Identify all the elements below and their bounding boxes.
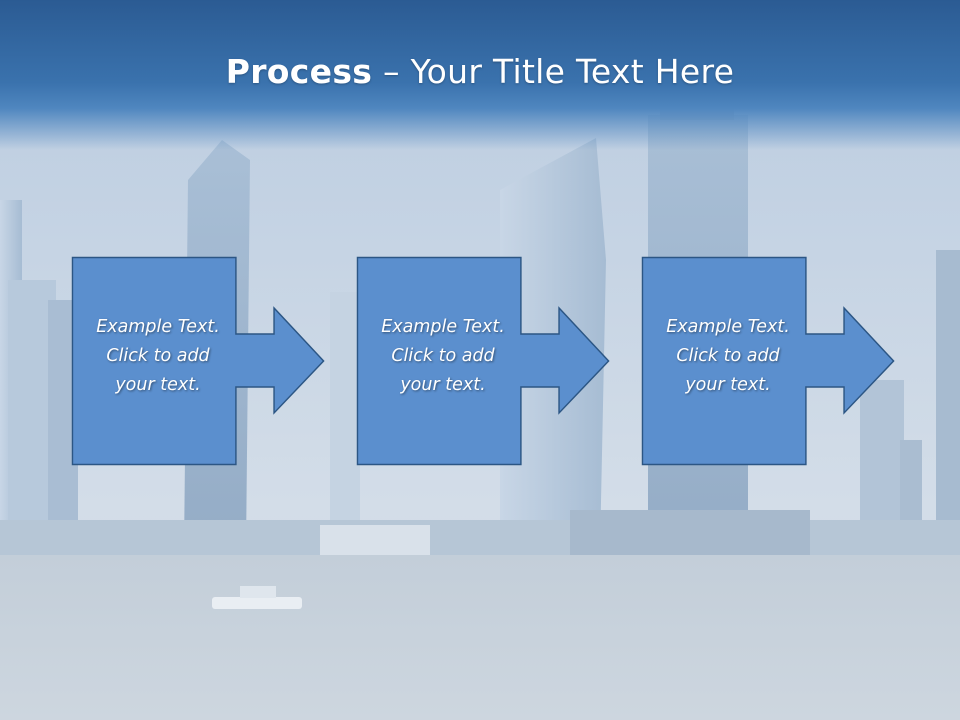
step-text-line: Click to add	[391, 346, 495, 366]
step-3-text[interactable]: Example Text. Click to add your text.	[646, 313, 810, 400]
title-band	[0, 0, 960, 150]
step-text-line: Click to add	[676, 346, 780, 366]
step-text-line: your text.	[400, 375, 486, 395]
building	[320, 525, 430, 555]
step-text-line: Example Text.	[666, 317, 790, 337]
water	[0, 555, 960, 720]
process-step-3[interactable]: Example Text. Click to add your text.	[641, 256, 895, 466]
step-arrow-shape	[356, 256, 610, 466]
step-arrow-shape	[71, 256, 325, 466]
step-text-line: your text.	[115, 375, 201, 395]
slide-title[interactable]: Process – Your Title Text Here	[0, 52, 960, 91]
step-2-text[interactable]: Example Text. Click to add your text.	[361, 313, 525, 400]
building	[936, 250, 960, 560]
boat	[212, 597, 302, 609]
step-text-line: Example Text.	[381, 317, 505, 337]
step-text-line: Example Text.	[96, 317, 220, 337]
boat-cabin	[240, 586, 276, 598]
process-step-2[interactable]: Example Text. Click to add your text.	[356, 256, 610, 466]
shoreline	[0, 520, 960, 560]
title-bold: Process	[225, 52, 373, 91]
process-step-1[interactable]: Example Text. Click to add your text.	[71, 256, 325, 466]
building	[330, 292, 360, 550]
title-rest: – Your Title Text Here	[372, 52, 735, 91]
building	[570, 510, 810, 560]
step-arrow-shape	[641, 256, 895, 466]
step-1-text[interactable]: Example Text. Click to add your text.	[76, 313, 240, 400]
step-text-line: your text.	[685, 375, 771, 395]
step-text-line: Click to add	[106, 346, 210, 366]
